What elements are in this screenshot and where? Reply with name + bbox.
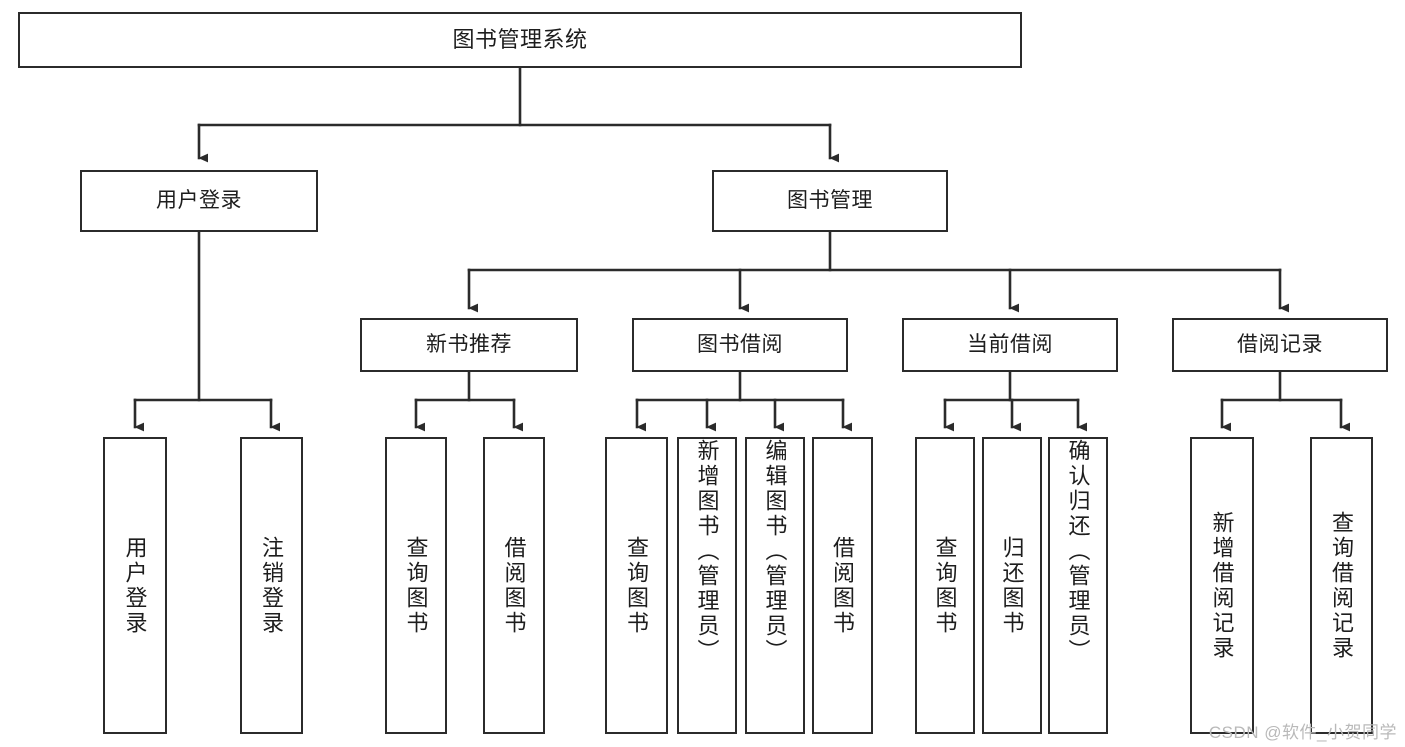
leaf-confirm-return-admin[interactable]: 确认归还（管理员） [1048, 437, 1108, 734]
node-label: 图书管理系统 [452, 26, 588, 52]
node-label: 借阅图书 [501, 535, 527, 636]
node-user-login[interactable]: 用户登录 [80, 170, 318, 232]
node-label: 图书借阅 [697, 333, 783, 357]
csdn-watermark: CSDN @软件_小贺同学 [1208, 723, 1397, 742]
leaf-query-book-current[interactable]: 查询图书 [915, 437, 975, 734]
node-label: 注销登录 [259, 535, 285, 636]
node-label: 新增图书（管理员） [694, 439, 720, 664]
node-book-borrow[interactable]: 图书借阅 [632, 318, 848, 372]
node-book-management[interactable]: 图书管理 [712, 170, 948, 232]
node-label: 归还图书 [999, 535, 1025, 636]
leaf-query-borrow-record[interactable]: 查询借阅记录 [1310, 437, 1373, 734]
leaf-add-borrow-record[interactable]: 新增借阅记录 [1190, 437, 1254, 734]
leaf-borrow-book-borrow[interactable]: 借阅图书 [812, 437, 873, 734]
node-label: 借阅记录 [1237, 333, 1323, 357]
node-label: 编辑图书（管理员） [762, 439, 788, 664]
leaf-borrow-book-recommend[interactable]: 借阅图书 [483, 437, 545, 734]
node-current-borrow[interactable]: 当前借阅 [902, 318, 1118, 372]
node-label: 确认归还（管理员） [1065, 439, 1091, 664]
leaf-edit-book-admin[interactable]: 编辑图书（管理员） [745, 437, 805, 734]
leaf-add-book-admin[interactable]: 新增图书（管理员） [677, 437, 737, 734]
node-label: 新增借阅记录 [1209, 510, 1235, 661]
leaf-return-book[interactable]: 归还图书 [982, 437, 1042, 734]
leaf-query-book-borrow[interactable]: 查询图书 [605, 437, 668, 734]
leaf-logout-login[interactable]: 注销登录 [240, 437, 303, 734]
node-label: 用户登录 [156, 189, 242, 213]
node-label: 查询图书 [932, 535, 958, 636]
node-borrow-record[interactable]: 借阅记录 [1172, 318, 1388, 372]
node-label: 当前借阅 [967, 333, 1053, 357]
node-label: 借阅图书 [830, 535, 856, 636]
leaf-query-book-recommend[interactable]: 查询图书 [385, 437, 447, 734]
node-new-book-recommend[interactable]: 新书推荐 [360, 318, 578, 372]
node-label: 查询图书 [624, 535, 650, 636]
node-label: 新书推荐 [426, 333, 512, 357]
node-root-book-management-system[interactable]: 图书管理系统 [18, 12, 1022, 68]
node-label: 图书管理 [787, 189, 873, 213]
leaf-user-login[interactable]: 用户登录 [103, 437, 167, 734]
node-label: 用户登录 [122, 535, 148, 636]
node-label: 查询借阅记录 [1329, 510, 1355, 661]
node-label: 查询图书 [403, 535, 429, 636]
